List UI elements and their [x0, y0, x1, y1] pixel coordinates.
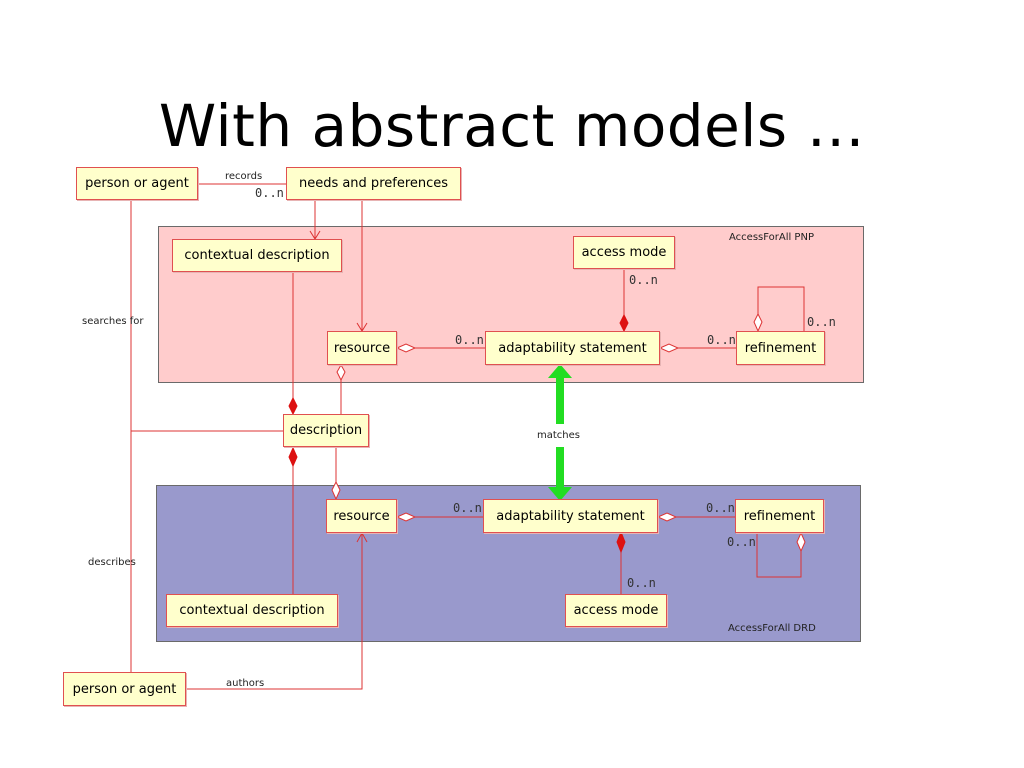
- access-bot-diamond: [616, 530, 626, 554]
- searches-for-label: searches for: [82, 316, 144, 327]
- context-bot-diamond: [288, 446, 298, 468]
- matches-label: matches: [537, 430, 580, 441]
- access-bot-multiplicity: 0..n: [627, 576, 656, 590]
- resource-adapt-bot-multiplicity: 0..n: [453, 501, 482, 515]
- needs-multiplicity: 0..n: [255, 186, 284, 200]
- access-top-multiplicity: 0..n: [629, 273, 658, 287]
- authors-label: authors: [226, 678, 265, 689]
- describes-label: describes: [88, 557, 136, 568]
- resource-bot-hollow-diamond: [395, 512, 417, 522]
- refinement-bottom-box: refinement: [735, 499, 824, 533]
- context-top-diamond: [288, 396, 298, 416]
- resource-bot-desc-hollow-diamond: [331, 480, 341, 501]
- authors-line: [186, 533, 363, 690]
- refine-top-hollow-diamond: [753, 312, 763, 333]
- person-or-agent-bottom-box: person or agent: [63, 672, 186, 706]
- access-mode-top-box: access mode: [573, 236, 675, 269]
- description-box: description: [283, 414, 369, 447]
- matches-arrow: [548, 364, 572, 501]
- resource-adapt-top-multiplicity: 0..n: [455, 333, 484, 347]
- refine-bot-hollow-diamond: [796, 531, 806, 553]
- resource-top-desc-hollow-diamond: [336, 363, 346, 382]
- resource-bottom-box: resource: [326, 499, 397, 533]
- refinement-top-box: refinement: [736, 331, 825, 365]
- refine-self-top-line: [757, 286, 805, 331]
- adaptability-statement-bottom-box: adaptability statement: [483, 499, 658, 533]
- adaptability-statement-top-box: adaptability statement: [485, 331, 660, 365]
- refine-self-bot-line: [756, 533, 802, 578]
- access-top-diamond: [619, 313, 629, 333]
- resource-top-box: resource: [327, 331, 397, 365]
- refine-self-bot-multiplicity: 0..n: [727, 535, 756, 549]
- contextual-description-bottom-box: contextual description: [166, 594, 338, 627]
- needs-and-preferences-box: needs and preferences: [286, 167, 461, 200]
- person-or-agent-top-box: person or agent: [76, 167, 198, 200]
- adapt-top-hollow-diamond: [658, 343, 680, 353]
- adapt-refine-top-multiplicity: 0..n: [707, 333, 736, 347]
- authors-arrowhead: [356, 531, 368, 543]
- resource-top-hollow-diamond: [395, 343, 417, 353]
- records-label: records: [225, 171, 263, 182]
- drd-region-label: AccessForAll DRD: [728, 623, 816, 634]
- adapt-refine-bot-multiplicity: 0..n: [706, 501, 735, 515]
- pnp-region-label: AccessForAll PNP: [729, 232, 814, 243]
- adapt-bot-hollow-diamond: [656, 512, 678, 522]
- refine-self-top-multiplicity: 0..n: [807, 315, 836, 329]
- access-mode-bottom-box: access mode: [565, 594, 667, 627]
- contextual-description-top-box: contextual description: [172, 239, 342, 272]
- slide-title: With abstract models …: [158, 92, 866, 160]
